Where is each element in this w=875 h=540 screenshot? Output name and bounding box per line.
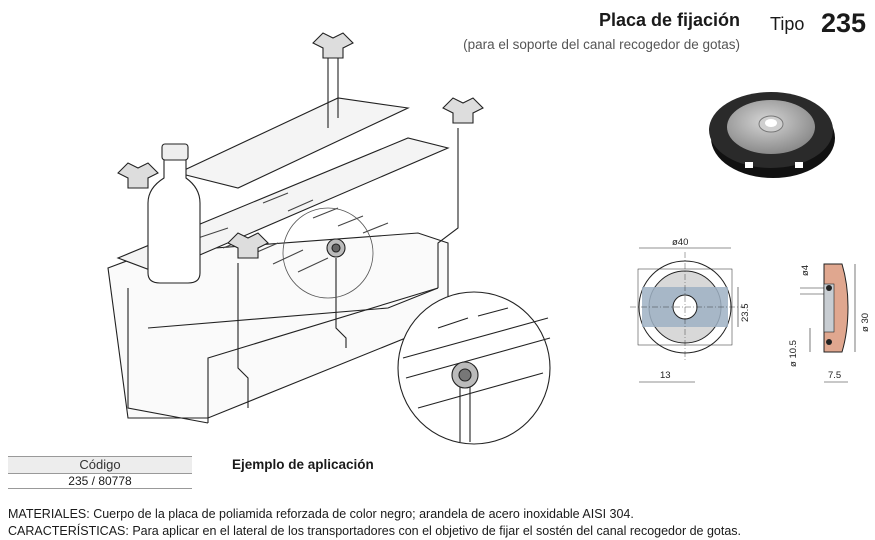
dim-hole: ø4 bbox=[800, 265, 811, 276]
code-table-value: 235 / 80778 bbox=[8, 474, 192, 489]
code-table-header: Código bbox=[8, 456, 192, 474]
tipo-number: 235 bbox=[821, 8, 867, 38]
page-title: Placa de fijación bbox=[598, 10, 740, 30]
features-note: CARACTERÍSTICAS: Para aplicar en el late… bbox=[8, 523, 741, 540]
dim-outer-diameter: ø40 bbox=[672, 237, 688, 248]
notes-section: MATERIALES: Cuerpo de la placa de poliam… bbox=[8, 506, 741, 540]
materials-label: MATERIALES: bbox=[8, 507, 90, 521]
dim-inner-height: 23.5 bbox=[740, 304, 751, 323]
application-illustration bbox=[107, 32, 551, 445]
dim-height: ø 30 bbox=[860, 313, 871, 332]
technical-drawing: ø40 23.5 13 ø4 ø 30 ø 10.5 7.5 bbox=[630, 237, 871, 383]
tipo-label: Tipo bbox=[770, 14, 805, 34]
application-caption: Ejemplo de aplicación bbox=[232, 457, 374, 472]
dim-thickness: 7.5 bbox=[828, 370, 841, 381]
product-photo bbox=[709, 92, 835, 178]
features-text: Para aplicar en el lateral de los transp… bbox=[128, 524, 742, 538]
materials-text: Cuerpo de la placa de poliamida reforzad… bbox=[89, 507, 634, 521]
dim-width: 13 bbox=[660, 370, 671, 381]
dim-bore: ø 10.5 bbox=[788, 340, 799, 367]
materials-note: MATERIALES: Cuerpo de la placa de poliam… bbox=[8, 506, 741, 523]
page-subtitle: (para el soporte del canal recogedor de … bbox=[463, 37, 740, 52]
features-label: CARACTERÍSTICAS: bbox=[8, 524, 129, 538]
